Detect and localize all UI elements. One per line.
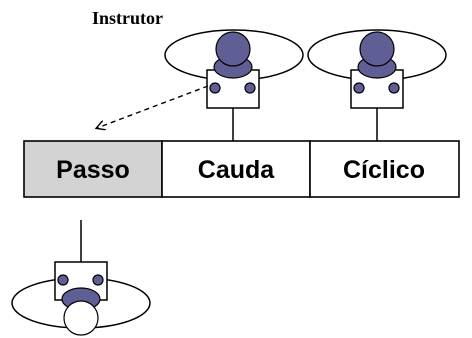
cell-label-cauda: Cauda xyxy=(198,156,276,184)
cell-label-ciclico: Cíclico xyxy=(343,156,425,184)
controls-table: Passo Cauda Cíclico xyxy=(23,140,460,198)
cell-label-passo: Passo xyxy=(56,156,130,184)
instructor-label: Instrutor xyxy=(92,8,163,28)
cell-passo xyxy=(23,140,163,198)
student-figure xyxy=(11,220,151,336)
instructor-figure xyxy=(164,29,304,141)
dashed-arrow xyxy=(97,85,209,128)
cell-ciclico xyxy=(309,140,460,198)
second-figure xyxy=(307,29,447,141)
